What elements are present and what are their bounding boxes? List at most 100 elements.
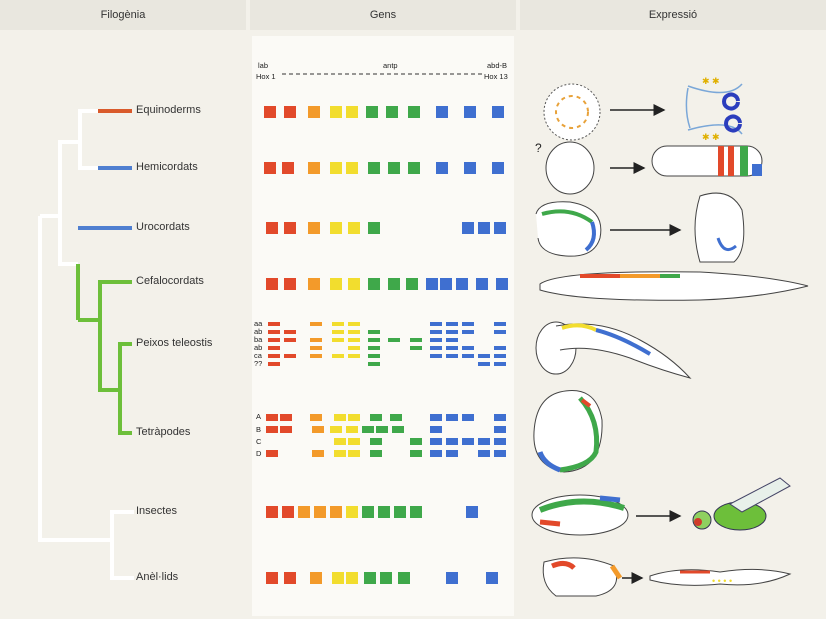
gene-box: [410, 506, 422, 518]
gene-box: [364, 572, 376, 584]
gene-box: [408, 106, 420, 118]
gene-box: [398, 572, 410, 584]
gene-box: [456, 278, 468, 290]
gene-bar: [478, 438, 490, 445]
gene-box: [446, 572, 458, 584]
hemichordate-icon: ?: [535, 141, 763, 195]
gene-bar: [494, 426, 506, 433]
gene-box: [388, 162, 400, 174]
gene-box: [368, 222, 380, 234]
cluster-label-B: B: [256, 425, 262, 434]
gene-box: [330, 222, 342, 234]
gene-bar: [462, 414, 474, 421]
gene-bar: [268, 354, 280, 358]
gene-bar: [332, 330, 344, 334]
gene-box: [308, 162, 320, 174]
gene-box: [436, 162, 448, 174]
taxon-hemicordats: Hemicordats: [136, 161, 198, 173]
gene-bar: [280, 426, 292, 433]
gene-bar: [410, 346, 422, 350]
gene-box: [368, 278, 380, 290]
gene-bar: [494, 450, 506, 457]
gene-bar: [446, 450, 458, 457]
gene-box: [462, 222, 474, 234]
taxon-anelids: Anèl·lids: [136, 571, 179, 583]
gene-box: [368, 162, 380, 174]
genes-title: Gens: [369, 9, 397, 21]
gene-box: [264, 162, 276, 174]
gene-box: [266, 222, 278, 234]
gene-bar: [446, 338, 458, 342]
gene-label-lab: lab: [258, 61, 269, 70]
gene-box: [476, 278, 488, 290]
gene-bar: [334, 450, 346, 457]
gene-bar: [368, 338, 380, 342]
gene-bar: [430, 338, 442, 342]
gene-bar: [446, 414, 458, 421]
svg-text:✱ ✱: ✱ ✱: [702, 76, 720, 86]
cluster-label-C: C: [256, 437, 262, 446]
gene-bar: [284, 354, 296, 358]
gene-box: [266, 506, 278, 518]
gene-bar: [462, 322, 474, 326]
gene-box: [346, 572, 358, 584]
cluster-label-A: A: [256, 412, 262, 421]
gene-box: [436, 106, 448, 118]
gene-box: [362, 506, 374, 518]
gene-box: [380, 572, 392, 584]
gene-box: [310, 572, 322, 584]
gene-bar: [348, 322, 360, 326]
gene-bar: [370, 450, 382, 457]
gene-box: [394, 506, 406, 518]
echinoderm-larva-icon: ✱ ✱ ✱ ✱: [543, 76, 743, 142]
cluster-label-aa: aa: [254, 319, 263, 328]
gene-box: [464, 162, 476, 174]
gene-box: [284, 106, 296, 118]
phylogeny-title: Filogènia: [100, 9, 146, 21]
gene-box: [486, 572, 498, 584]
gene-box: [298, 506, 310, 518]
gene-bar: [310, 354, 322, 358]
gene-bar: [388, 338, 400, 342]
gene-box: [386, 106, 398, 118]
expression-title: Expressió: [648, 9, 698, 21]
gene-label-hox1: Hox 1: [256, 72, 276, 81]
gene-bar: [348, 346, 360, 350]
gene-bar: [332, 322, 344, 326]
gene-bar: [430, 346, 442, 350]
gene-bar: [478, 450, 490, 457]
gene-bar: [284, 338, 296, 342]
gene-box: [492, 162, 504, 174]
gene-box: [330, 278, 342, 290]
gene-bar: [334, 414, 346, 421]
gene-bar: [462, 330, 474, 334]
gene-bar: [312, 450, 324, 457]
gene-box: [330, 106, 342, 118]
gene-bar: [330, 426, 342, 433]
gene-bar: [348, 338, 360, 342]
amphioxus-icon: [539, 271, 809, 301]
gene-bar: [478, 362, 490, 366]
gene-box: [284, 278, 296, 290]
gene-bar: [392, 426, 404, 433]
gene-box: [346, 162, 358, 174]
gene-box: [346, 106, 358, 118]
gene-bar: [494, 354, 506, 358]
gene-box: [426, 278, 438, 290]
gene-bar: [362, 426, 374, 433]
urochordate-icon: [535, 192, 745, 263]
gene-box: [308, 278, 320, 290]
gene-box: [284, 222, 296, 234]
gene-box: [266, 572, 278, 584]
gene-bar: [310, 338, 322, 342]
gene-box: [496, 278, 508, 290]
gene-box: [366, 106, 378, 118]
gene-bar: [310, 322, 322, 326]
taxon-insectes: Insectes: [136, 505, 177, 517]
gene-bar: [368, 362, 380, 366]
taxon-urocordats: Urocordats: [136, 221, 190, 233]
gene-bar: [348, 330, 360, 334]
gene-box: [348, 222, 360, 234]
svg-text:✱ ✱: ✱ ✱: [702, 132, 720, 142]
